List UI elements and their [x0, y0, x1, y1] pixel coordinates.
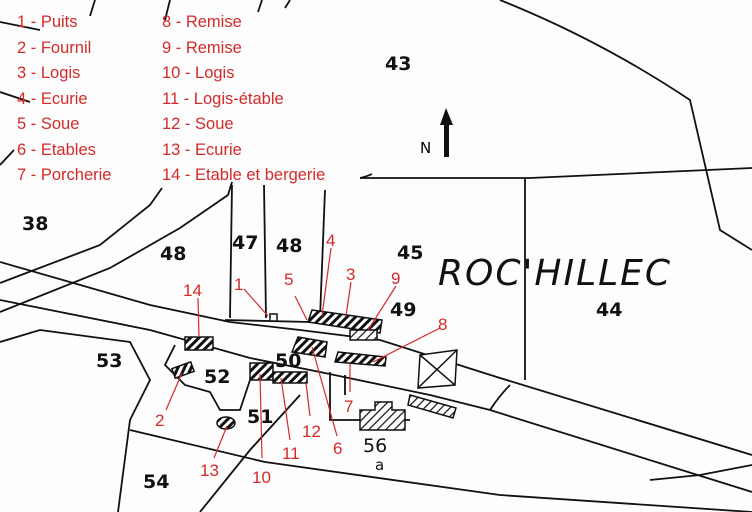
parcel-49: 49 — [390, 299, 416, 321]
legend-item: 12 - Soue — [162, 115, 234, 133]
legend-column-1: 1 - Puits 2 - Fournil 3 - Logis 4 - Ecur… — [17, 10, 111, 189]
building-2 — [170, 360, 196, 380]
label-2: 2 — [155, 411, 164, 430]
legend-item: 2 - Fournil — [17, 38, 92, 57]
building-annex — [407, 394, 457, 419]
legend-item: 9 - Remise — [162, 38, 242, 57]
legend-item: 8 - Remise — [162, 13, 242, 31]
legend-item: 6 - Etables — [17, 140, 96, 159]
building-8 — [334, 351, 387, 367]
building-11 — [272, 371, 308, 384]
building-10 — [249, 362, 274, 381]
crossed-square — [417, 349, 458, 389]
label-13: 13 — [200, 461, 219, 480]
label-10: 10 — [252, 468, 271, 487]
building-6 — [290, 336, 328, 358]
legend-item: 3 - Logis — [17, 64, 81, 82]
well — [269, 313, 278, 322]
label-6: 6 — [333, 439, 342, 458]
legend-item: 4 - Ecurie — [17, 89, 88, 108]
parcel-numbers: 43 38 48 47 48 45 44 49 50 51 52 53 54 5… — [22, 53, 622, 493]
building-number-labels: 1 2 3 4 5 6 7 8 9 10 11 12 13 14 — [155, 231, 447, 487]
parcel-45: 45 — [397, 242, 423, 264]
label-4: 4 — [326, 231, 335, 250]
parcel-43: 43 — [385, 53, 411, 75]
legend-column-2: 8 - Remise 9 - Remise 10 - Logis 11 - Lo… — [162, 10, 325, 189]
label-7: 7 — [344, 397, 353, 416]
legend-item: 11 - Logis-étable — [162, 89, 284, 108]
parcel-48: 48 — [276, 235, 302, 257]
parcel-47: 47 — [232, 232, 258, 254]
label-9: 9 — [391, 269, 400, 288]
label-12: 12 — [302, 422, 321, 441]
legend-item: 1 - Puits — [17, 13, 78, 31]
north-arrow: N — [420, 108, 453, 157]
label-14: 14 — [183, 281, 202, 300]
parcel-54: 54 — [143, 471, 169, 493]
leader-lines — [165, 247, 441, 459]
buildings — [170, 309, 458, 431]
parcel-38: 38 — [22, 213, 48, 235]
building-14 — [184, 336, 214, 351]
legend-item: 7 - Porcherie — [17, 166, 112, 184]
legend-item: 14 - Etable et bergerie — [162, 166, 326, 184]
building-56 — [359, 401, 406, 431]
parcel-52: 52 — [204, 366, 230, 388]
legend-item: 10 - Logis — [162, 64, 235, 82]
building-3 — [307, 309, 383, 334]
label-8: 8 — [438, 315, 447, 334]
parcel-56-suffix: a — [375, 456, 384, 474]
parcel-48-left: 48 — [160, 243, 186, 265]
place-name: ROC'HILLEC — [438, 253, 672, 294]
parcel-50: 50 — [275, 350, 301, 372]
north-label: N — [420, 139, 431, 157]
parcel-53: 53 — [96, 350, 122, 372]
legend-item: 5 - Soue — [17, 115, 80, 133]
label-1: 1 — [234, 275, 243, 294]
parcel-51: 51 — [247, 406, 273, 428]
parcel-44: 44 — [596, 299, 622, 321]
label-5: 5 — [284, 270, 293, 289]
building-9 — [349, 329, 378, 341]
label-11: 11 — [282, 444, 300, 463]
label-3: 3 — [346, 265, 355, 284]
legend-item: 13 - Ecurie — [162, 140, 242, 159]
parcel-56: 56 — [363, 435, 387, 457]
